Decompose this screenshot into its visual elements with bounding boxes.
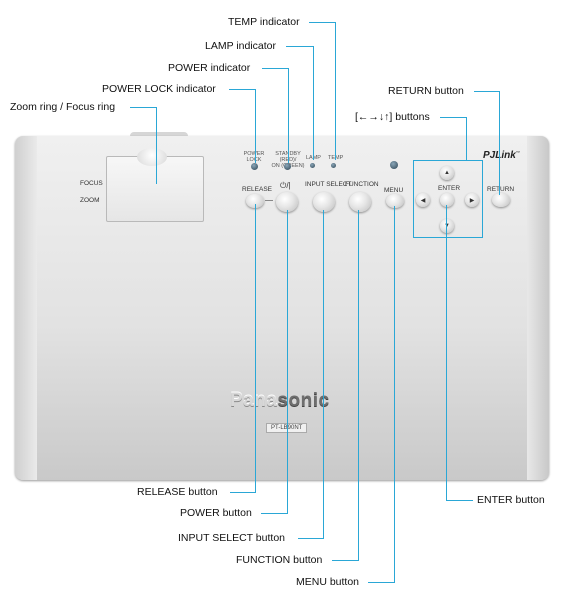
power-lock-leader-v — [255, 89, 256, 163]
pjlink-logo: PJLink™ — [483, 150, 520, 161]
input-select-panel-label: INPUT SELECT — [305, 181, 352, 188]
enter-panel-label: ENTER — [438, 185, 461, 192]
release-button[interactable] — [246, 194, 264, 208]
power-lock-label-line1: POWER — [243, 151, 265, 157]
arrow-buttons-bracket — [413, 160, 483, 238]
up-arrow-button[interactable]: ▲ — [440, 166, 454, 180]
menu-panel-label: MENU — [384, 187, 404, 194]
power-button-callout: POWER button — [180, 507, 252, 519]
release-dash — [265, 200, 273, 201]
zoom-focus-ring-callout: Zoom ring / Focus ring — [10, 101, 116, 113]
lamp-indicator-callout: LAMP indicator — [205, 40, 277, 52]
panasonic-logo: Panasonic — [230, 390, 330, 412]
power-ind-leader-h — [262, 68, 288, 69]
input-select-button[interactable] — [313, 192, 335, 212]
power-led — [284, 163, 291, 170]
power-lock-panel-label: POWER LOCK — [243, 151, 265, 163]
power-lock-leader-h — [229, 89, 255, 90]
enter-button[interactable] — [440, 193, 454, 207]
release-leader-v — [255, 204, 256, 492]
power-button[interactable] — [276, 192, 298, 212]
function-button[interactable] — [349, 192, 371, 212]
projector-top-panel — [15, 136, 549, 480]
pjlink-tm: ™ — [515, 150, 520, 155]
menu-leader-h — [368, 582, 395, 583]
temp-led — [331, 163, 336, 168]
power-lock-led — [251, 163, 258, 170]
temp-leader-v — [335, 22, 336, 160]
sensor-led — [390, 161, 398, 169]
zoom-focus-ring[interactable] — [106, 156, 204, 222]
release-panel-label: RELEASE — [242, 186, 272, 193]
function-leader-h — [332, 560, 359, 561]
input-select-leader-h — [298, 538, 324, 539]
left-arrow-button[interactable]: ◀ — [416, 193, 430, 207]
lamp-led — [310, 163, 315, 168]
zoom-label: ZOOM — [80, 197, 100, 204]
return-panel-label: RETURN — [487, 186, 515, 193]
enter-leader-h — [446, 500, 473, 501]
arrows-leader-h — [440, 117, 466, 118]
power-lock-indicator-callout: POWER LOCK indicator — [102, 83, 216, 95]
arrows-leader-v — [466, 117, 467, 160]
menu-leader-v — [394, 206, 395, 582]
right-arrow-button[interactable]: ▶ — [465, 193, 479, 207]
release-leader-h — [230, 492, 256, 493]
menu-button[interactable] — [386, 194, 404, 208]
return-button[interactable] — [492, 193, 510, 207]
lamp-leader-h — [286, 46, 313, 47]
power-symbol: ⏻/| — [280, 181, 291, 190]
menu-button-callout: MENU button — [296, 576, 360, 588]
focus-label: FOCUS — [80, 180, 103, 187]
lamp-leader-v — [313, 46, 314, 160]
lens-dome — [137, 148, 167, 166]
temp-leader-h — [309, 22, 335, 23]
enter-button-callout: ENTER button — [477, 494, 545, 506]
function-button-callout: FUNCTION button — [236, 554, 323, 566]
function-leader-v — [358, 210, 359, 560]
brand-dark: sonic — [277, 390, 330, 411]
power-lock-label-line2: LOCK — [246, 157, 262, 163]
release-button-callout: RELEASE button — [137, 486, 218, 498]
power-indicator-callout: POWER indicator — [168, 62, 251, 74]
brand-light: Pana — [230, 390, 278, 411]
return-leader-v — [499, 91, 500, 195]
enter-leader-v — [446, 205, 447, 500]
model-plate: PT-LB90NT — [266, 423, 308, 433]
function-panel-label: FUNCTION — [345, 181, 379, 188]
temp-indicator-callout: TEMP indicator — [228, 16, 300, 28]
power-ind-leader-v — [288, 68, 289, 163]
power-leader-h — [261, 513, 288, 514]
input-select-leader-v — [323, 210, 324, 538]
return-leader-h — [474, 91, 499, 92]
power-leader-v — [287, 210, 288, 513]
zoom-leader-h — [130, 107, 156, 108]
input-select-button-callout: INPUT SELECT button — [178, 532, 285, 544]
return-button-callout: RETURN button — [388, 85, 464, 97]
arrow-buttons-callout: [←→↓↑] buttons — [355, 111, 430, 123]
zoom-leader-v — [156, 107, 157, 184]
